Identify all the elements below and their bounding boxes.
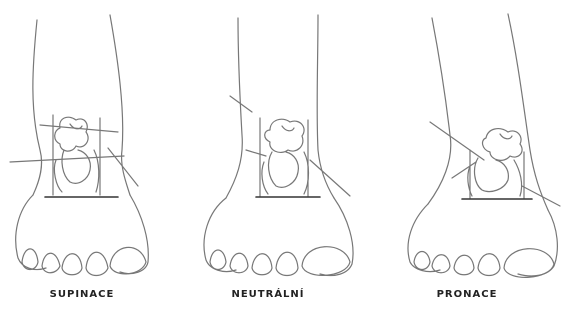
supinated-foot-icon xyxy=(10,15,148,276)
pronated-foot-icon xyxy=(408,14,560,277)
neutral-foot-icon xyxy=(204,15,353,276)
label-neutral: NEUTRÁLNÍ xyxy=(231,289,304,300)
label-pronation: PRONACE xyxy=(437,289,498,300)
label-supination: SUPINACE xyxy=(50,289,115,300)
